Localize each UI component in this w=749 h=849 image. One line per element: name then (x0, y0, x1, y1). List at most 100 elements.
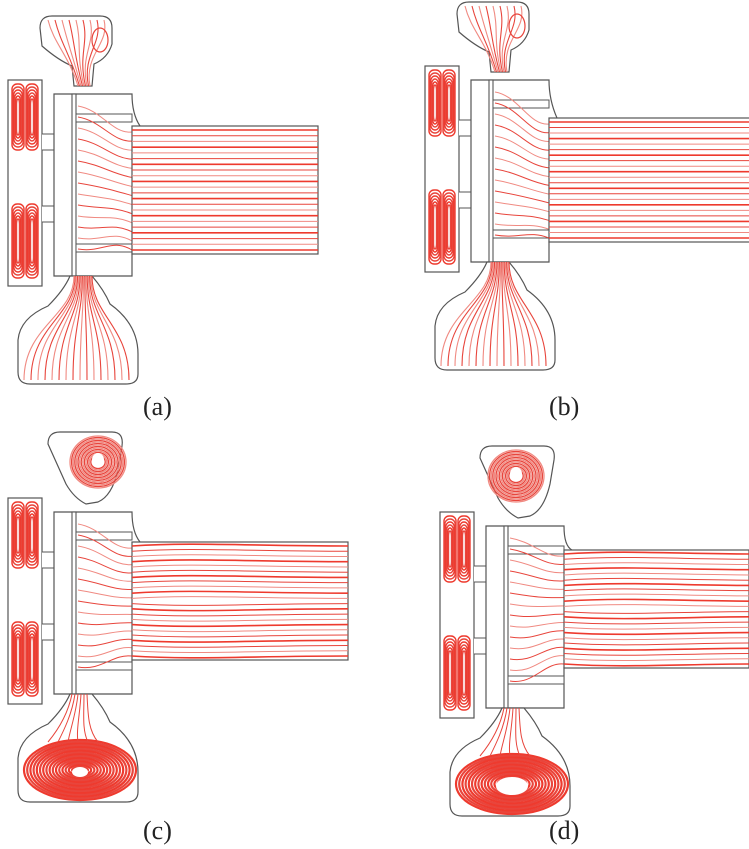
pipe-streamline (131, 590, 349, 594)
pipe-streamline (131, 596, 349, 599)
lower-streamline (44, 275, 79, 381)
cavity-streamline (494, 223, 550, 230)
seal-vortex-line (430, 75, 440, 131)
pipe-streamline (131, 569, 349, 573)
seal-vortex-line (13, 212, 22, 270)
seal-vortex-line (444, 518, 456, 580)
upper-vortex-line (490, 452, 542, 500)
seal-vortex-line (459, 521, 469, 577)
pipe-streamline (563, 637, 749, 641)
cavity-streamline (494, 146, 550, 169)
seal-vortex-line (26, 86, 38, 148)
lower-streamline (23, 275, 75, 381)
seal-vortex-line (29, 98, 35, 136)
seal-vortex-line (13, 627, 23, 691)
lower-inflow-streamline (47, 693, 73, 743)
lower-inflow-streamline (86, 693, 99, 743)
seal-vortex-line (460, 527, 468, 571)
lower-streamline (468, 261, 497, 367)
lower-streamline (90, 275, 123, 381)
lower-vortex-line (483, 769, 541, 799)
seal-vortex-line (432, 84, 438, 122)
cavity-streamline (77, 600, 133, 607)
seal-vortex-line (14, 95, 22, 139)
seal-vortex-line (15, 98, 21, 136)
pipe-streamline (563, 556, 749, 560)
seal-vortex-line (27, 209, 37, 273)
lower-streamline (506, 261, 533, 367)
lower-vortex-line (45, 751, 115, 789)
upper-slot (492, 99, 550, 109)
seal-vortex-line (446, 204, 452, 250)
seal-vortex-line (457, 635, 471, 711)
cavity-streamline (77, 138, 133, 160)
pipe-streamline (131, 585, 349, 589)
cavity-streamline (509, 638, 565, 650)
lower-streamline (86, 275, 102, 381)
lower-inflow-streamline (515, 707, 521, 757)
lower-inflow-streamline (508, 707, 514, 757)
seal-vortex-line (29, 636, 35, 682)
seal-vortex-line (445, 521, 455, 577)
seal-vortex-line (29, 218, 35, 264)
pipe-streamline (131, 613, 349, 617)
lower-vortex-line (38, 747, 122, 793)
lower-streamline (89, 275, 116, 381)
cavity-streamline (77, 523, 133, 549)
pipe-streamline (131, 548, 349, 552)
seal-vortex-line (11, 83, 25, 151)
upper-streamline (464, 5, 496, 73)
lower-vortex-line (461, 756, 563, 812)
seal-vortex-line (13, 510, 22, 560)
upper-streamline (47, 19, 79, 87)
seal-vortex-line (13, 89, 23, 145)
lower-inflow-streamline (67, 693, 79, 743)
upper-streamline (86, 19, 99, 87)
cavity-streamline (509, 537, 565, 557)
lower-slot (507, 675, 565, 685)
lower-streamline (507, 261, 540, 367)
cavity-wall (488, 79, 494, 263)
upper-streamline (82, 19, 87, 87)
upper-streamline (88, 19, 106, 87)
panel-d-caption: (d) (549, 816, 580, 845)
panel-a (7, 15, 319, 385)
lower-vortex-line (477, 765, 547, 803)
lower-vortex-line (480, 767, 544, 801)
lower-streamline (475, 261, 498, 367)
pipe-streamline (563, 604, 749, 607)
seal-vortex-line (429, 72, 441, 134)
seal-vortex-line (458, 638, 470, 708)
cavity-streamline (509, 663, 565, 682)
lower-slot (75, 661, 133, 671)
pipe-streamline (131, 623, 349, 628)
seal-vortex-line (25, 501, 39, 569)
cavity-streamline (77, 611, 133, 616)
upper-streamline (471, 5, 498, 73)
cavity-streamline (77, 171, 133, 187)
seal-vortex-line (28, 513, 36, 557)
cavity-streamline (494, 91, 550, 125)
seal-vortex-line (13, 209, 23, 273)
lower-streamline (496, 261, 502, 367)
cavity-streamline (77, 226, 133, 233)
pipe-streamline (563, 611, 749, 614)
lower-slot (492, 229, 550, 239)
pipe-streamline (563, 663, 749, 667)
pipe-streamline (131, 574, 349, 579)
lower-streamline (72, 275, 83, 381)
cavity-streamline (77, 589, 133, 599)
cavity-streamline (77, 655, 133, 669)
lower-vortex-line (48, 753, 112, 787)
lower-inflow-streamline (76, 693, 82, 743)
seal-vortex-line (457, 515, 471, 583)
seal-vortex-line (431, 81, 439, 125)
pipe-streamline (131, 650, 349, 654)
lower-vortex-line (42, 749, 118, 791)
lower-vortex-line (470, 761, 554, 807)
pipe-streamline (563, 647, 749, 651)
lower-vortex-line (35, 746, 125, 794)
seal-vortex-line (459, 641, 469, 705)
outlet-pipe (131, 125, 319, 255)
